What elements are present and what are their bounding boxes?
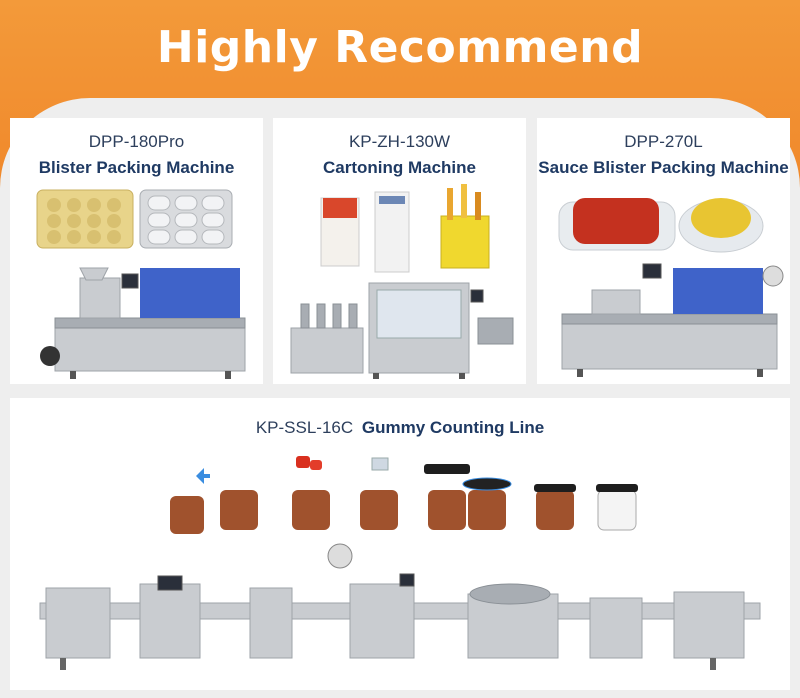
cartoning-machine-image <box>290 184 514 379</box>
page-title: Highly Recommend <box>156 22 644 73</box>
product-card-cartoning[interactable]: KP-ZH-130W Cartoning Machine <box>273 118 526 384</box>
blister-machine-image <box>36 189 246 379</box>
line-code: KP-SSL-16C <box>255 418 354 437</box>
line-card-gummy[interactable]: KP-SSL-16C Gummy Counting Line <box>10 398 790 690</box>
product-code: KP-ZH-130W <box>348 132 451 151</box>
product-name: Sauce Blister Packing Machine <box>538 158 789 177</box>
product-card-blister[interactable]: DPP-180Pro Blister Packing Machine <box>10 118 263 384</box>
product-name: Blister Packing Machine <box>38 158 235 177</box>
product-code: DPP-180Pro <box>88 132 185 151</box>
product-code: DPP-270L <box>624 132 703 151</box>
product-name: Cartoning Machine <box>322 158 476 177</box>
product-card-sauce-blister[interactable]: DPP-270L Sauce Blister Packing Machine <box>537 118 790 384</box>
gummy-line-image <box>39 456 761 670</box>
line-name: Gummy Counting Line <box>361 418 545 437</box>
line-title: KP-SSL-16C Gummy Counting Line <box>10 418 790 438</box>
sauce-machine-image <box>558 198 784 377</box>
